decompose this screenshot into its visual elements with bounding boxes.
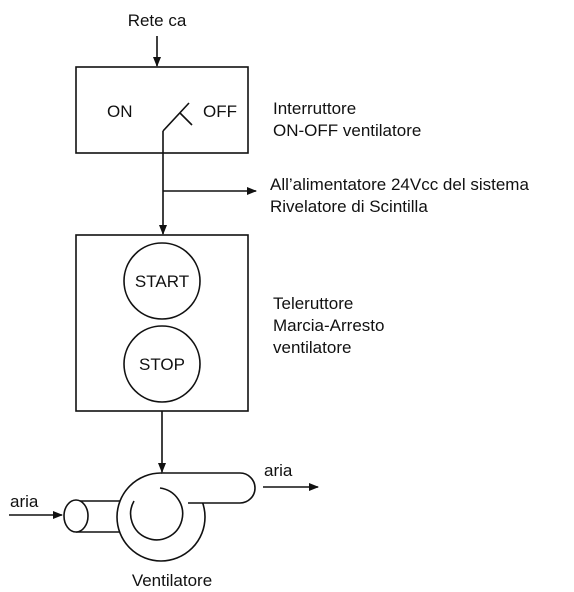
- input-label: Rete ca: [128, 11, 187, 30]
- contactor-caption-line1: Teleruttore: [273, 294, 353, 313]
- contactor-caption-line3: ventilatore: [273, 338, 351, 357]
- stop-label: STOP: [139, 355, 185, 374]
- fan-symbol: [63, 472, 256, 562]
- start-button: [123, 242, 201, 320]
- switch-on-label: ON: [107, 102, 133, 121]
- branch-label-line2: Rivelatore di Scintilla: [270, 197, 428, 216]
- fan-caption: Ventilatore: [132, 571, 212, 590]
- air-out-label: aria: [264, 461, 293, 480]
- stop-button: [123, 325, 201, 403]
- switch-box: [75, 66, 249, 154]
- start-label: START: [135, 272, 189, 291]
- contactor-caption-line2: Marcia-Arresto: [273, 316, 384, 335]
- switch-caption-line1: Interruttore: [273, 99, 356, 118]
- air-in-label: aria: [10, 492, 39, 511]
- switch-contact-symbol: [162, 102, 193, 153]
- switch-caption-line2: ON-OFF ventilatore: [273, 121, 421, 140]
- switch-off-label: OFF: [203, 102, 237, 121]
- branch-label-line1: All’alimentatore 24Vcc del sistema: [270, 175, 529, 194]
